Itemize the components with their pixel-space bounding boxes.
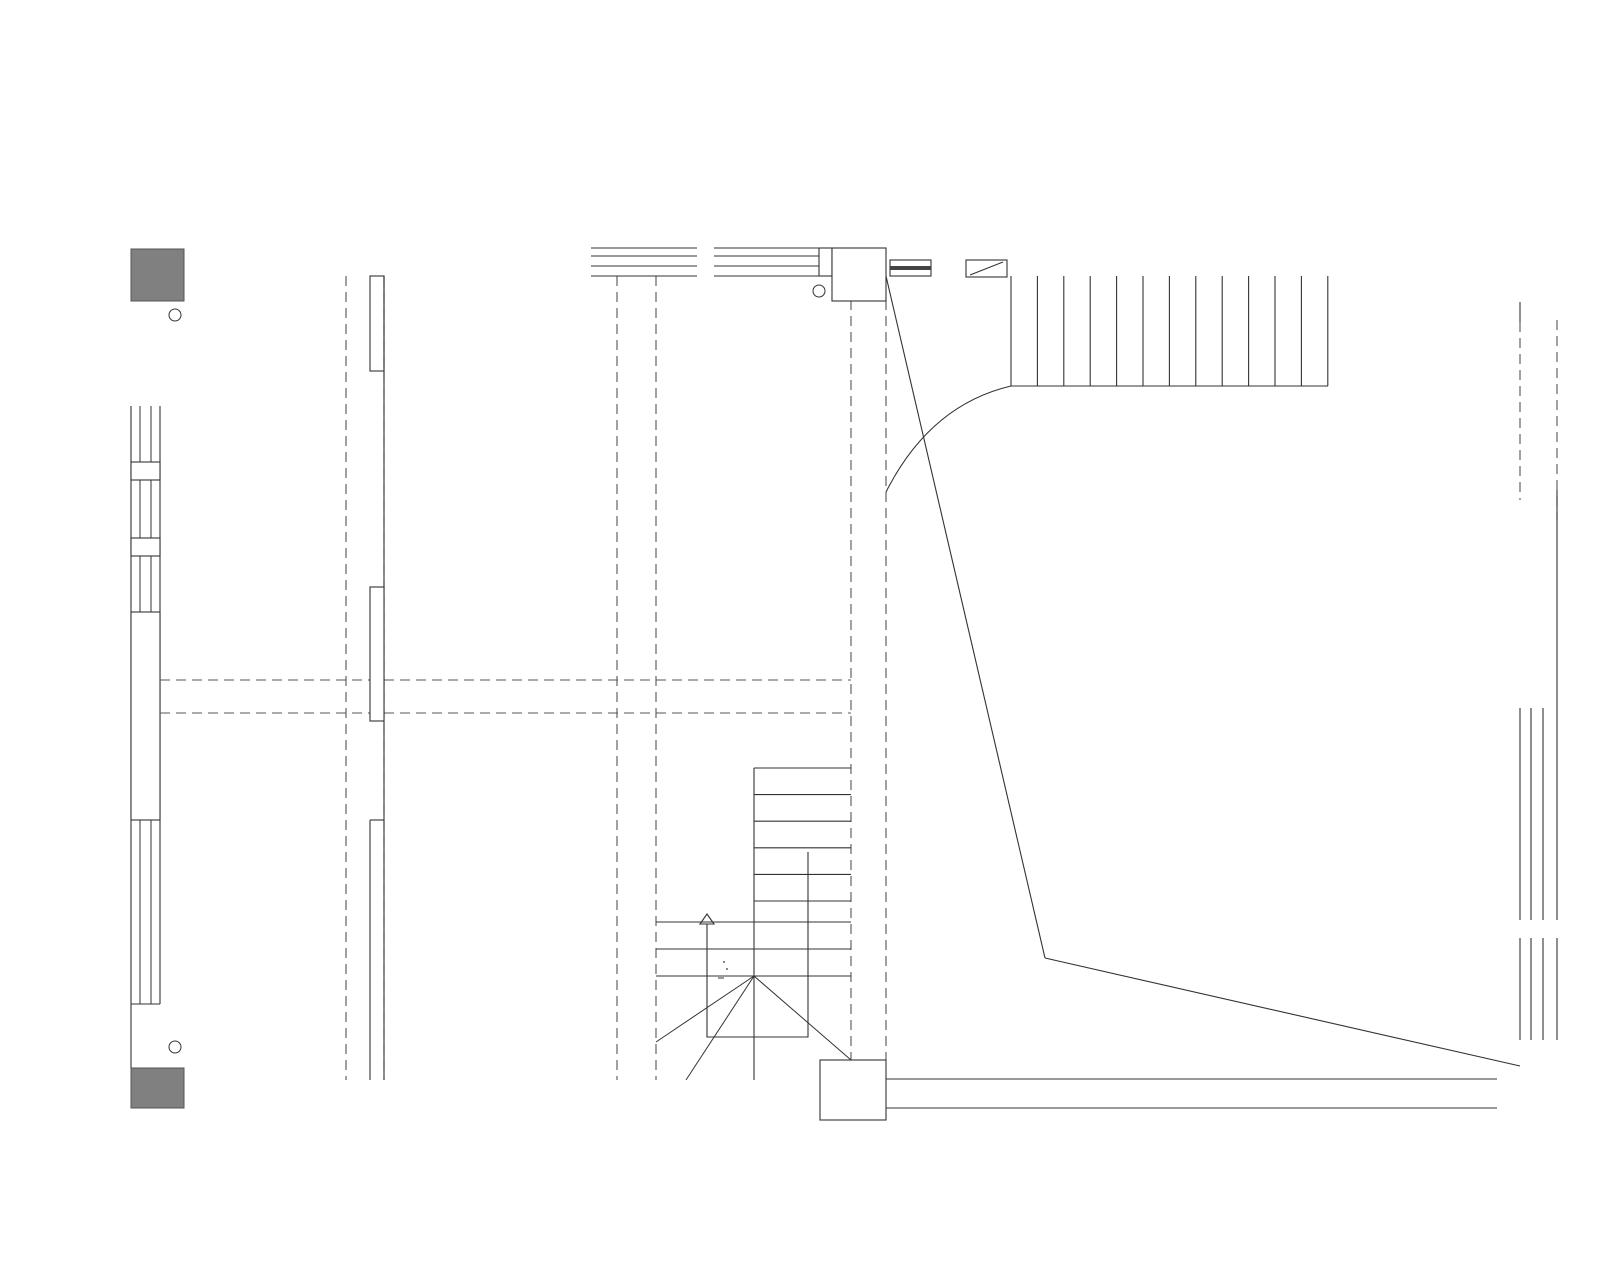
wall-block-2: [130, 537, 161, 557]
marker-circle-top-center: [812, 284, 826, 298]
boundary-lines: [885, 275, 1521, 1067]
left-wall: [130, 248, 185, 1109]
marker-circle-bottom-left: [168, 1040, 182, 1054]
wall-end-block: [818, 247, 833, 277]
column-bottom-center: [819, 1059, 887, 1121]
stair-mark-2: [726, 968, 728, 970]
interior-partition: [369, 275, 385, 1080]
stair-direction-line: [706, 852, 809, 1038]
window-left-wall: [130, 611, 161, 821]
marker-circle-top-left: [168, 308, 182, 322]
column-top-center: [831, 247, 887, 302]
top-right-stair: [1010, 276, 1329, 387]
interior-stair: [655, 767, 852, 1081]
column-bottom-left: [130, 1067, 185, 1109]
stair-mark-1: [723, 961, 725, 963]
top-wall: [591, 247, 1008, 302]
partition-segment-middle: [369, 586, 385, 722]
bottom-wall: [819, 1059, 1497, 1121]
right-wall: [1519, 302, 1558, 1040]
wall-block-1: [130, 461, 161, 481]
partition-segment-top: [369, 275, 385, 372]
door-swing-arc: [885, 385, 1012, 493]
column-top-left: [130, 248, 185, 302]
equipment-bar: [890, 266, 931, 270]
